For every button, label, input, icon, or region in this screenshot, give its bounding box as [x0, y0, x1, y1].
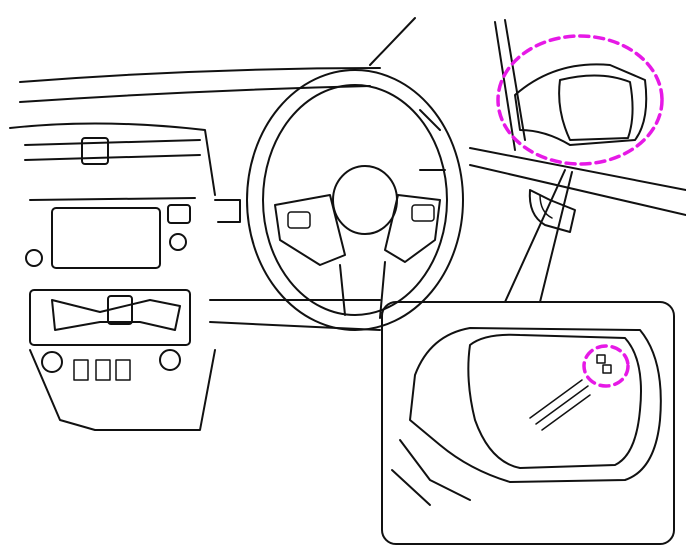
infotainment-screen	[51, 207, 161, 269]
steering-wheel	[246, 69, 464, 331]
callout-pointer	[504, 169, 573, 303]
door-mirror	[514, 63, 648, 146]
door-handle	[528, 189, 576, 233]
mirror-detail	[391, 327, 662, 506]
dashboard	[9, 122, 381, 431]
mirror-highlight-circle	[496, 34, 664, 166]
blind-spot-indicator-highlight	[582, 344, 630, 388]
mirror-detail-inset	[381, 301, 675, 545]
windshield-frame	[19, 17, 686, 216]
steering-hub	[332, 165, 398, 235]
